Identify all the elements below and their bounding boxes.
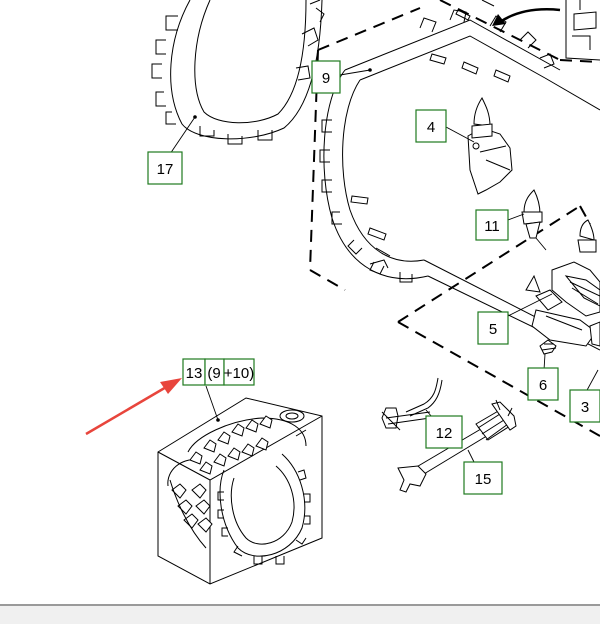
callout-15-text: 15	[475, 471, 492, 488]
callout-3: 3	[569, 389, 600, 423]
callout-4: 4	[415, 109, 447, 143]
callout-3-text: 3	[581, 399, 589, 416]
callout-13: 13 (9 +10)	[182, 358, 255, 386]
assembly-box-13	[157, 385, 323, 585]
callout-5-text: 5	[489, 321, 497, 338]
ring-assembly-17	[151, 0, 325, 155]
tool-part-12	[381, 377, 443, 431]
callout-12-text: 12	[436, 425, 453, 442]
callout-6-text: 6	[539, 377, 547, 394]
callout-13-plus-text: +10)	[224, 365, 254, 382]
callout-11: 11	[475, 209, 509, 241]
ring-part-9	[319, 0, 600, 351]
callout-13-text: 13	[186, 365, 203, 382]
highlight-arrow	[85, 378, 182, 436]
callout-11-text: 11	[484, 218, 500, 235]
callout-15: 15	[463, 461, 503, 495]
callout-17-text: 17	[157, 161, 174, 178]
window-bottom-edge	[0, 604, 600, 624]
callout-5: 5	[477, 311, 509, 345]
rotation-arrow	[492, 8, 561, 26]
exploded-parts-diagram: 17 9 4 11 5 6 3 12 15 13 (9 +10)	[85, 0, 600, 585]
callout-9: 9	[311, 60, 341, 94]
callout-6: 6	[527, 367, 559, 401]
small-pick-part-11	[507, 189, 547, 251]
dashed-group-9	[309, 0, 600, 291]
corner-component	[565, 0, 600, 61]
callout-4-text: 4	[427, 119, 435, 136]
pick-part-4	[445, 97, 513, 195]
callout-13-open-text: (9	[207, 365, 220, 382]
callout-17: 17	[147, 151, 183, 185]
wrench-part-15	[397, 399, 517, 493]
callout-12: 12	[425, 415, 463, 449]
holder-part-5	[507, 219, 600, 347]
leader-3	[585, 369, 599, 393]
bolt-part-6	[539, 339, 557, 371]
dashed-group-5	[397, 205, 600, 437]
callout-9-text: 9	[322, 70, 330, 87]
